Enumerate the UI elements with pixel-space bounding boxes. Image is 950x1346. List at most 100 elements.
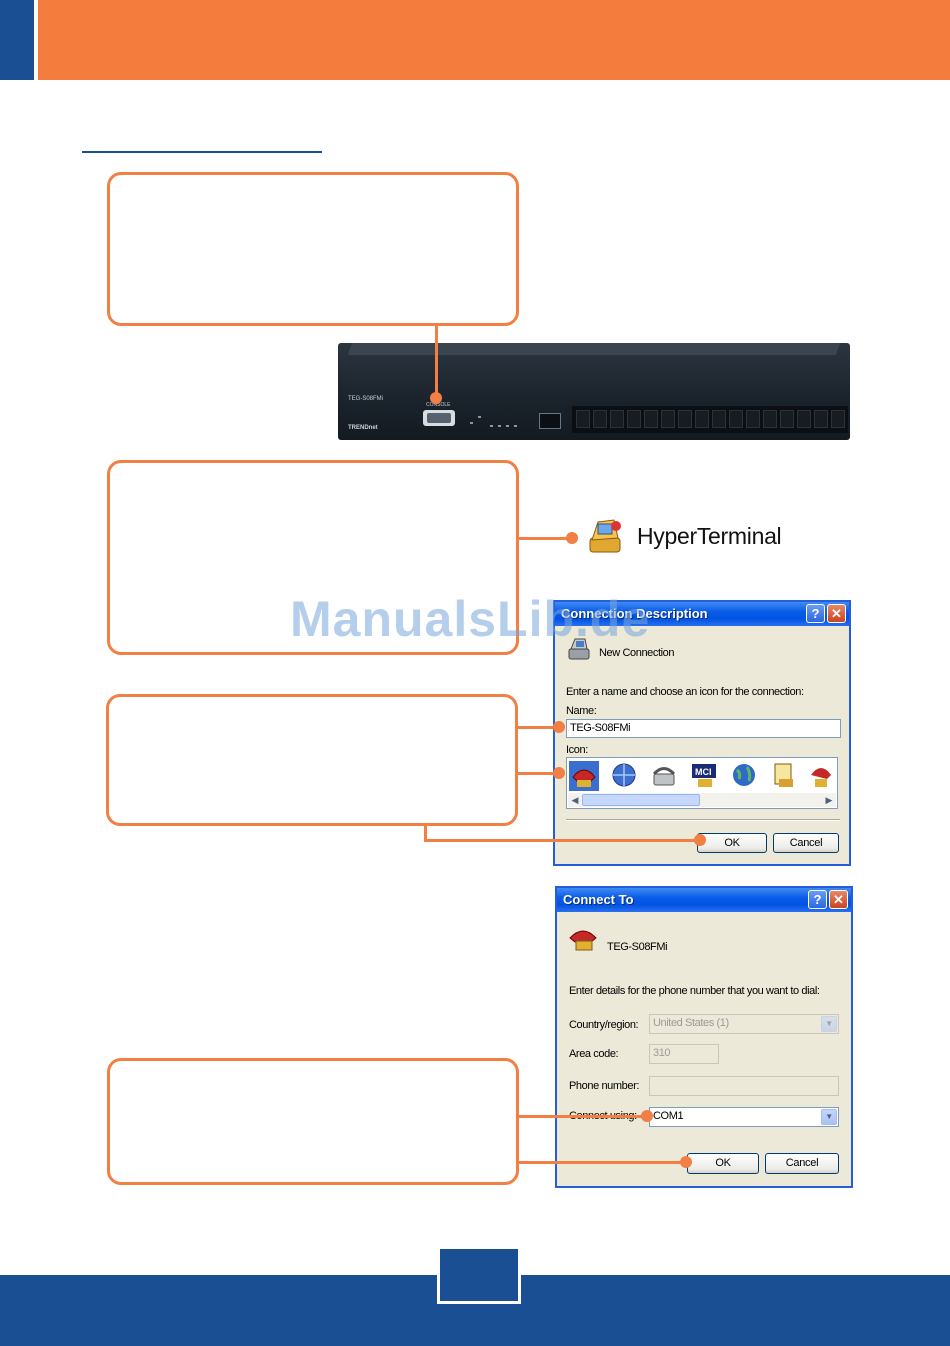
switch-brand-logo: TRENDnet [348, 425, 378, 431]
name-input[interactable]: TEG-S08FMi [566, 719, 841, 738]
switch-model-text: TEG-S08FMi [348, 396, 384, 402]
hyperterminal-label[interactable]: HyperTerminal [637, 523, 782, 549]
cancel-button[interactable]: Cancel [765, 1153, 839, 1174]
connector-line [519, 1115, 647, 1118]
scroll-thumb[interactable] [582, 794, 700, 806]
ethernet-port [576, 410, 590, 428]
icon-label: Icon: [566, 744, 588, 756]
ethernet-ports-area [572, 406, 848, 433]
ethernet-port [661, 410, 675, 428]
country-value: United States (1) [653, 1017, 729, 1029]
ethernet-port [780, 410, 794, 428]
ethernet-port [610, 410, 624, 428]
close-icon[interactable]: ✕ [827, 604, 846, 623]
world-icon[interactable] [729, 761, 759, 791]
connector-line [424, 839, 699, 842]
status-led [470, 422, 473, 424]
connector-dot [566, 532, 578, 544]
callout-box-1 [107, 172, 519, 326]
section-heading-rule [82, 151, 322, 153]
chevron-down-icon[interactable]: ▼ [821, 1016, 837, 1032]
dialog-titlebar: Connection Description ? ✕ [555, 602, 849, 626]
callout-box-3 [106, 694, 518, 826]
console-port-label: CONSOLE [426, 402, 451, 408]
help-icon[interactable]: ? [806, 604, 825, 623]
ethernet-port [763, 410, 777, 428]
telephone-icon[interactable] [649, 761, 679, 791]
ethernet-port [712, 410, 726, 428]
connector-dot [430, 392, 442, 404]
ethernet-port [797, 410, 811, 428]
watermark: ManualsLib.de [290, 591, 651, 647]
connector-line [519, 537, 571, 540]
country-label: Country/region: [569, 1019, 639, 1031]
status-led [490, 425, 493, 427]
document-phone-icon[interactable] [769, 761, 799, 791]
dialog-title: Connect To [563, 892, 634, 907]
help-icon[interactable]: ? [808, 890, 827, 909]
dialog-title: Connection Description [561, 606, 708, 621]
country-select[interactable]: United States (1) ▼ [649, 1014, 839, 1034]
area-code-input[interactable]: 310 [649, 1044, 719, 1064]
ethernet-port [678, 410, 692, 428]
ethernet-port [695, 410, 709, 428]
ethernet-port [814, 410, 828, 428]
ethernet-port [746, 410, 760, 428]
status-led [514, 425, 517, 427]
mci-icon[interactable]: MCI [689, 761, 719, 791]
new-connection-label: New Connection [599, 647, 675, 659]
connector-dot [553, 721, 565, 733]
icon-picker-list[interactable]: MCI ◀ ▶ [566, 757, 838, 809]
area-code-label: Area code: [569, 1048, 619, 1060]
callout-box-2 [107, 460, 519, 655]
connector-dot [641, 1110, 653, 1122]
cancel-button[interactable]: Cancel [773, 833, 839, 853]
instruction-text: Enter details for the phone number that … [569, 985, 820, 997]
globe-icon[interactable] [609, 761, 639, 791]
phone-number-input[interactable] [649, 1076, 839, 1096]
red-phone-icon [569, 930, 597, 951]
horizontal-scrollbar[interactable]: ◀ ▶ [568, 793, 836, 807]
ethernet-port [644, 410, 658, 428]
svg-text:MCI: MCI [695, 767, 712, 777]
console-port-pins [427, 413, 451, 423]
ethernet-port [593, 410, 607, 428]
separator [566, 819, 840, 821]
close-icon[interactable]: ✕ [829, 890, 848, 909]
hyperterminal-icon [589, 519, 621, 553]
ok-button[interactable]: OK [687, 1153, 759, 1174]
switch-top-edge [347, 343, 841, 355]
connector-dot [680, 1156, 692, 1168]
ethernet-port [729, 410, 743, 428]
connect-to-dialog: Connect To ? ✕ TEG-S08FMi Enter details … [555, 886, 853, 1188]
status-led [498, 425, 501, 427]
connection-name: TEG-S08FMi [607, 941, 668, 953]
connector-dot [694, 834, 706, 846]
connector-line [435, 326, 438, 394]
connector-line [424, 826, 427, 841]
page-number-box [437, 1246, 521, 1304]
red-phone-icon[interactable] [569, 761, 599, 791]
scroll-left-icon[interactable]: ◀ [571, 795, 579, 805]
header-orange-bar [38, 0, 950, 80]
connect-using-select[interactable]: COM1 ▼ [649, 1107, 839, 1127]
sfp-port [539, 413, 561, 429]
header-blue-block [0, 0, 34, 80]
connector-line [518, 726, 558, 729]
ethernet-port [627, 410, 641, 428]
status-led [506, 425, 509, 427]
status-led [478, 416, 481, 418]
ethernet-port [831, 410, 845, 428]
connector-line [518, 772, 558, 775]
dialog-titlebar: Connect To ? ✕ [557, 888, 851, 912]
connect-using-value: COM1 [653, 1110, 684, 1122]
new-connection-icon [568, 638, 590, 660]
connector-line [519, 1161, 685, 1164]
phone-number-label: Phone number: [569, 1080, 640, 1092]
connector-dot [553, 767, 565, 779]
callout-box-4 [107, 1058, 519, 1185]
scroll-right-icon[interactable]: ▶ [825, 795, 833, 805]
chevron-down-icon[interactable]: ▼ [821, 1109, 837, 1125]
red-handset-icon[interactable] [807, 761, 835, 791]
ok-button[interactable]: OK [697, 833, 767, 853]
